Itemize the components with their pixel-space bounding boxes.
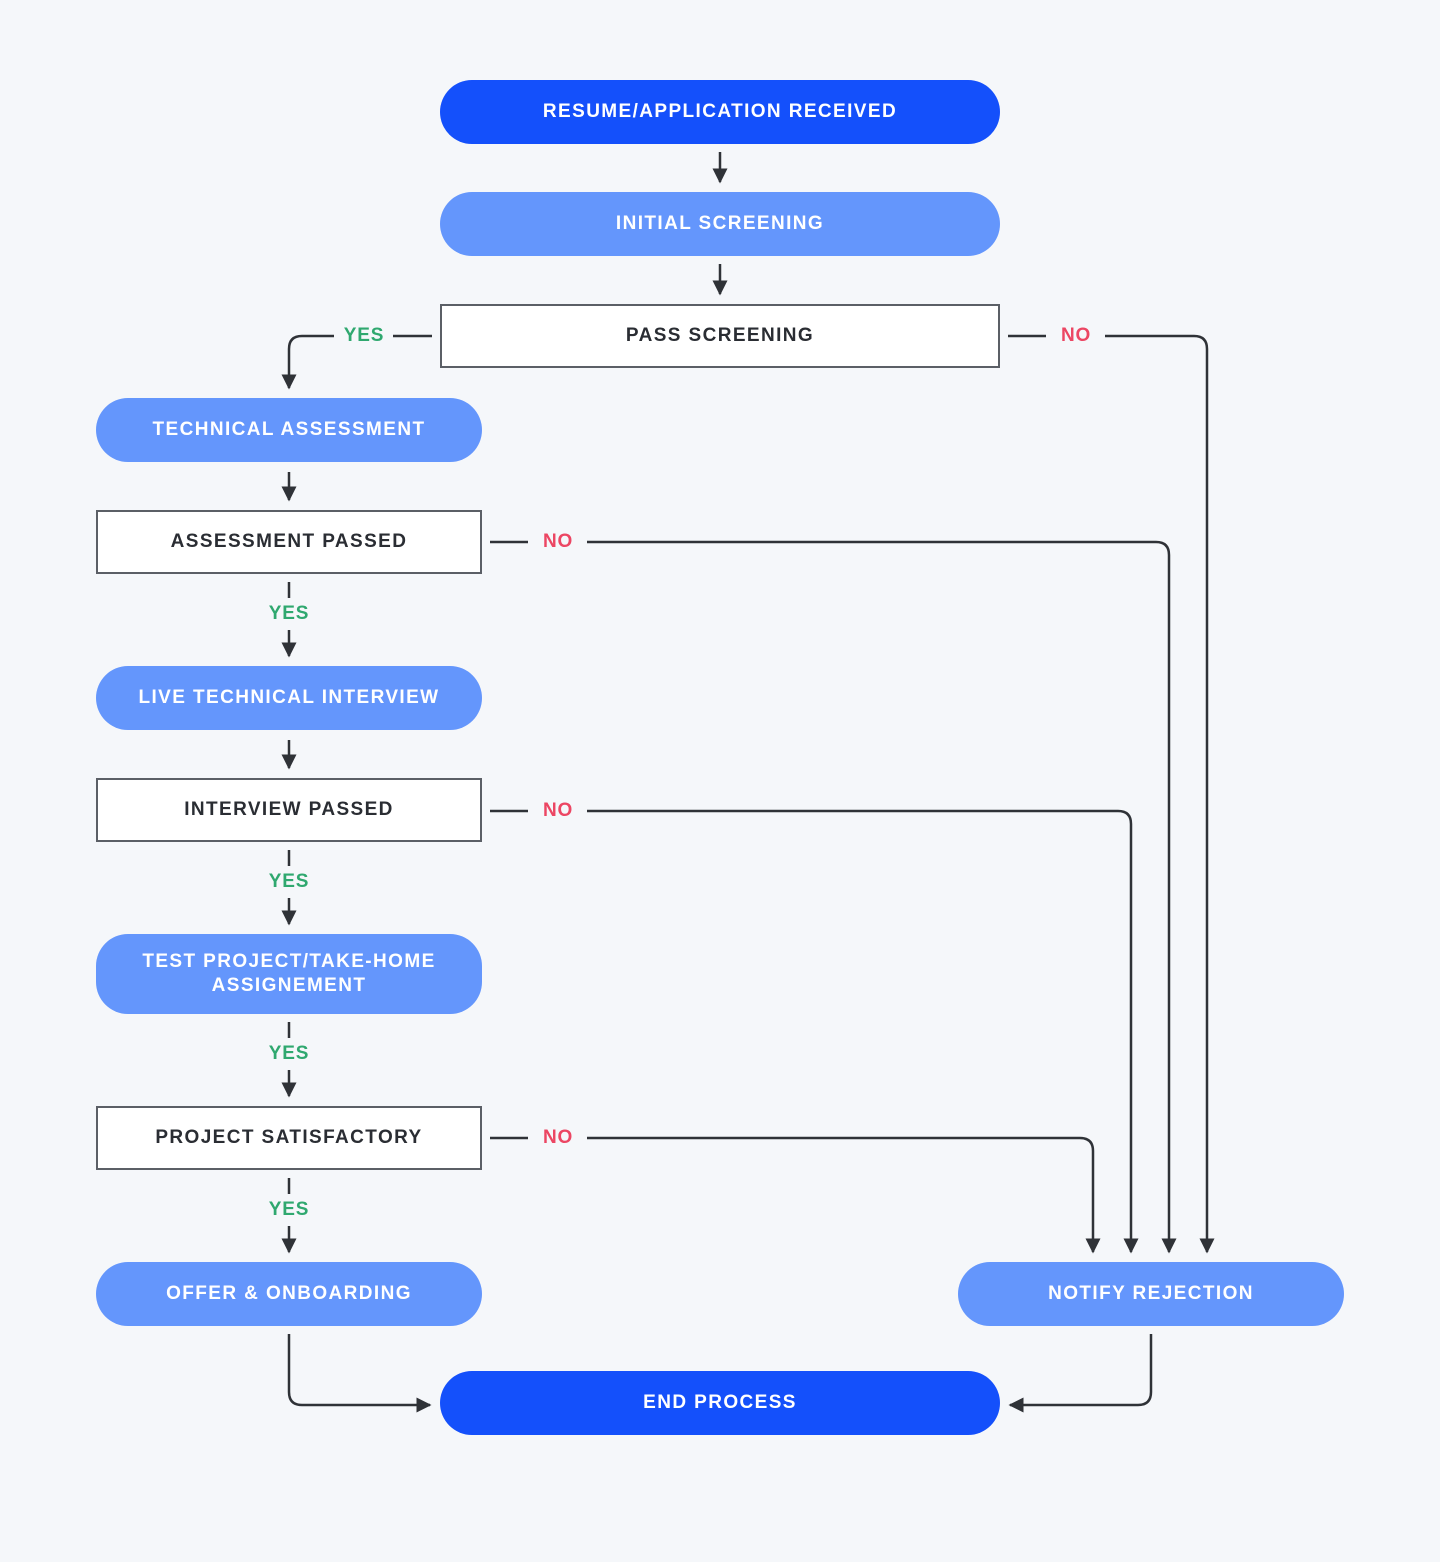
decision-project-satisfactory: PROJECT SATISFACTORY xyxy=(96,1106,482,1170)
label-yes: YES xyxy=(268,871,310,892)
decision-assessment-passed: ASSESSMENT PASSED xyxy=(96,510,482,574)
label-no: NO xyxy=(542,531,574,552)
decision-interview-passed: INTERVIEW PASSED xyxy=(96,778,482,842)
arrow-offer-to-end xyxy=(287,1334,432,1413)
node-offer-onboarding: OFFER & ONBOARDING xyxy=(96,1262,482,1326)
label-yes: YES xyxy=(268,1199,310,1220)
label-yes: YES xyxy=(343,325,385,346)
node-end-process: END PROCESS xyxy=(440,1371,1000,1435)
label-no: NO xyxy=(542,1127,574,1148)
node-live-technical-interview: LIVE TECHNICAL INTERVIEW xyxy=(96,666,482,730)
node-application-received: RESUME/APPLICATION RECEIVED xyxy=(440,80,1000,144)
label-yes: YES xyxy=(268,1043,310,1064)
label-yes: YES xyxy=(268,603,310,624)
node-technical-assessment: TECHNICAL ASSESSMENT xyxy=(96,398,482,462)
label-no: NO xyxy=(1060,325,1092,346)
node-notify-rejection: NOTIFY REJECTION xyxy=(958,1262,1344,1326)
decision-pass-screening: PASS SCREENING xyxy=(440,304,1000,368)
label-no: NO xyxy=(542,800,574,821)
node-initial-screening: INITIAL SCREENING xyxy=(440,192,1000,256)
node-test-project: TEST PROJECT/TAKE-HOME ASSIGNEMENT xyxy=(96,934,482,1014)
arrow-rejection-to-end xyxy=(1008,1334,1153,1413)
